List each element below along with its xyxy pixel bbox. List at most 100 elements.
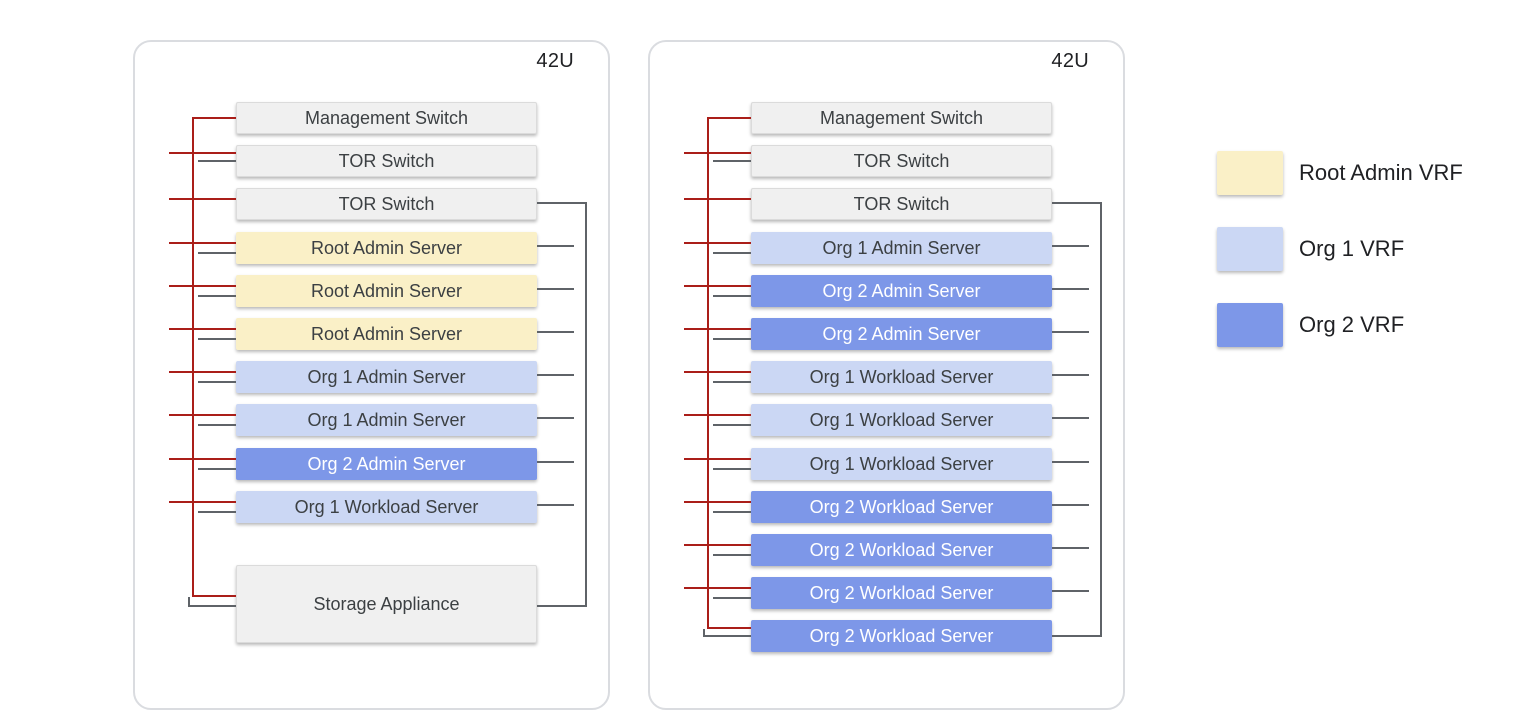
- data-link-stub: [1052, 374, 1089, 376]
- data-link-line: [713, 597, 751, 599]
- mgmt-link-line: [684, 328, 751, 330]
- unit-root-admin-server: Root Admin Server: [236, 275, 537, 307]
- unit-org-1-workload-server: Org 1 Workload Server: [751, 448, 1052, 480]
- unit-storage-appliance: Storage Appliance: [236, 565, 537, 643]
- data-link-stub: [537, 461, 574, 463]
- data-link-stub: [1052, 504, 1089, 506]
- unit-org-1-admin-server: Org 1 Admin Server: [236, 404, 537, 436]
- data-link-line: [198, 468, 236, 470]
- unit-org-1-admin-server: Org 1 Admin Server: [751, 232, 1052, 264]
- data-link-stub: [1052, 331, 1089, 333]
- mgmt-link-line: [169, 458, 236, 460]
- data-link-stub: [537, 504, 574, 506]
- data-link-line: [713, 295, 751, 297]
- unit-org-2-workload-server: Org 2 Workload Server: [751, 620, 1052, 652]
- data-link-line: [713, 252, 751, 254]
- mgmt-link-line: [169, 501, 236, 503]
- data-link-stub: [537, 331, 574, 333]
- mgmt-link-line: [169, 414, 236, 416]
- data-link-line: [198, 338, 236, 340]
- mgmt-link-line: [684, 285, 751, 287]
- mgmt-link-line: [169, 152, 236, 154]
- unit-org-2-admin-server: Org 2 Admin Server: [236, 448, 537, 480]
- data-link-stub: [537, 245, 574, 247]
- legend-label: Root Admin VRF: [1299, 160, 1463, 185]
- data-link-line: [188, 597, 190, 605]
- mgmt-link-line: [169, 198, 236, 200]
- unit-org-2-admin-server: Org 2 Admin Server: [751, 275, 1052, 307]
- mgmt-link-line: [684, 152, 751, 154]
- unit-tor-switch: TOR Switch: [751, 145, 1052, 177]
- unit-root-admin-server: Root Admin Server: [236, 232, 537, 264]
- data-link-stub: [1052, 547, 1089, 549]
- data-link-line: [198, 160, 236, 162]
- unit-org-1-workload-server: Org 1 Workload Server: [236, 491, 537, 523]
- unit-root-admin-server: Root Admin Server: [236, 318, 537, 350]
- data-link-stub: [537, 417, 574, 419]
- mgmt-link-line: [684, 587, 751, 589]
- mgmt-link-bus: [192, 117, 194, 597]
- data-link-line: [198, 424, 236, 426]
- data-link-line: [713, 468, 751, 470]
- mgmt-link-line: [169, 242, 236, 244]
- data-link-line: [1052, 202, 1100, 204]
- mgmt-link-line: [684, 501, 751, 503]
- rack-capacity-label: 42U: [1051, 50, 1089, 72]
- data-link-stub: [1052, 417, 1089, 419]
- mgmt-link-line: [684, 242, 751, 244]
- data-link-line: [713, 554, 751, 556]
- unit-org-2-admin-server: Org 2 Admin Server: [751, 318, 1052, 350]
- legend-label: Org 2 VRF: [1299, 312, 1405, 337]
- unit-org-1-admin-server: Org 1 Admin Server: [236, 361, 537, 393]
- data-link-line: [713, 338, 751, 340]
- mgmt-link-bus: [707, 117, 709, 629]
- data-link-line: [1052, 635, 1102, 637]
- data-link-line: [198, 252, 236, 254]
- data-link-stub: [1052, 461, 1089, 463]
- data-link-line: [198, 511, 236, 513]
- mgmt-link-line: [707, 117, 751, 119]
- data-link-line: [537, 605, 587, 607]
- root-admin-vrf-swatch: [1217, 151, 1283, 195]
- data-link-line: [713, 381, 751, 383]
- legend-item-org-2-vrf: Org 2 VRF: [1217, 303, 1463, 347]
- data-link-line: [198, 381, 236, 383]
- data-link-line: [713, 160, 751, 162]
- legend-item-org-1-vrf: Org 1 VRF: [1217, 227, 1463, 271]
- data-link-line: [713, 511, 751, 513]
- legend-label: Org 1 VRF: [1299, 236, 1405, 261]
- mgmt-link-line: [684, 198, 751, 200]
- mgmt-link-line: [684, 371, 751, 373]
- data-link-stub: [1052, 245, 1089, 247]
- data-link-line: [537, 202, 585, 204]
- unit-management-switch: Management Switch: [236, 102, 537, 134]
- unit-org-2-workload-server: Org 2 Workload Server: [751, 577, 1052, 609]
- mgmt-link-line: [169, 328, 236, 330]
- data-link-stub: [537, 374, 574, 376]
- data-link-stub: [1052, 288, 1089, 290]
- data-link-line: [703, 635, 751, 637]
- data-link-line: [713, 424, 751, 426]
- legend: Root Admin VRF Org 1 VRF Org 2 VRF: [1217, 151, 1463, 347]
- mgmt-link-line: [169, 371, 236, 373]
- unit-org-1-workload-server: Org 1 Workload Server: [751, 404, 1052, 436]
- data-link-line: [188, 605, 236, 607]
- rack-capacity-label: 42U: [536, 50, 574, 72]
- data-link-bus: [1100, 202, 1102, 637]
- data-link-stub: [1052, 590, 1089, 592]
- legend-item-root-admin-vrf: Root Admin VRF: [1217, 151, 1463, 195]
- unit-org-2-workload-server: Org 2 Workload Server: [751, 534, 1052, 566]
- unit-management-switch: Management Switch: [751, 102, 1052, 134]
- data-link-bus: [585, 202, 587, 607]
- data-link-line: [703, 629, 705, 635]
- data-link-stub: [537, 288, 574, 290]
- data-link-line: [198, 295, 236, 297]
- unit-org-1-workload-server: Org 1 Workload Server: [751, 361, 1052, 393]
- unit-tor-switch: TOR Switch: [236, 188, 537, 220]
- unit-tor-switch: TOR Switch: [236, 145, 537, 177]
- unit-org-2-workload-server: Org 2 Workload Server: [751, 491, 1052, 523]
- mgmt-link-line: [684, 544, 751, 546]
- mgmt-link-line: [192, 595, 236, 597]
